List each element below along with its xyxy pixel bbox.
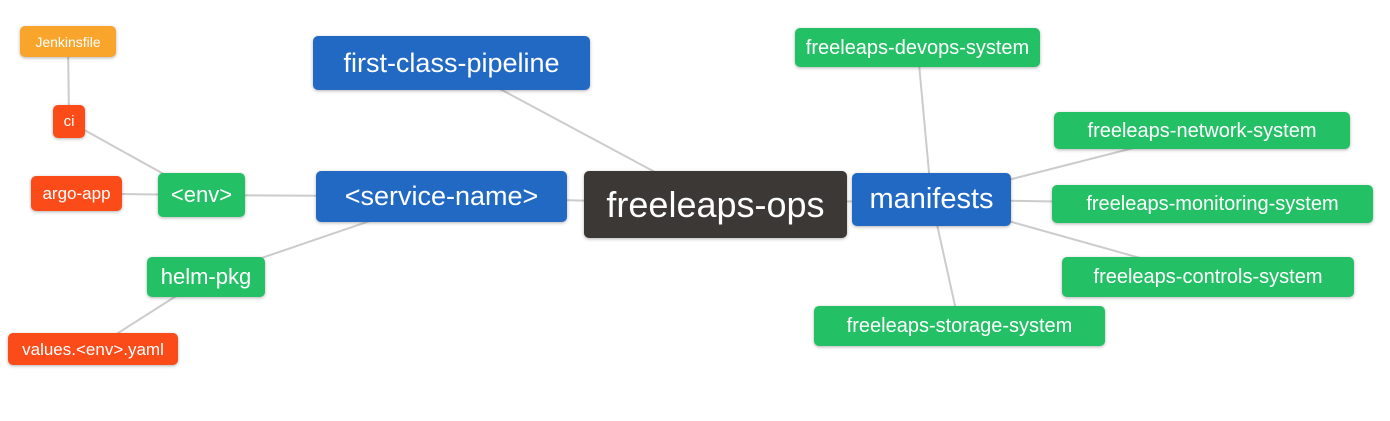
node-env[interactable]: <env> — [158, 173, 245, 217]
node-service-name[interactable]: <service-name> — [316, 171, 567, 222]
node-argo-app[interactable]: argo-app — [31, 176, 122, 211]
node-ci[interactable]: ci — [53, 105, 85, 138]
node-controls-system[interactable]: freeleaps-controls-system — [1062, 257, 1354, 297]
node-storage-system[interactable]: freeleaps-storage-system — [814, 306, 1105, 346]
node-first-class-pipeline[interactable]: first-class-pipeline — [313, 36, 590, 90]
node-devops-system[interactable]: freeleaps-devops-system — [795, 28, 1040, 67]
node-network-system[interactable]: freeleaps-network-system — [1054, 112, 1350, 149]
node-manifests[interactable]: manifests — [852, 173, 1011, 226]
node-values-env-yaml[interactable]: values.<env>.yaml — [8, 333, 178, 365]
node-freeleaps-ops[interactable]: freeleaps-ops — [584, 171, 847, 238]
node-jenkinsfile[interactable]: Jenkinsfile — [20, 26, 116, 57]
node-helm-pkg[interactable]: helm-pkg — [147, 257, 265, 297]
node-monitoring-system[interactable]: freeleaps-monitoring-system — [1052, 185, 1373, 223]
